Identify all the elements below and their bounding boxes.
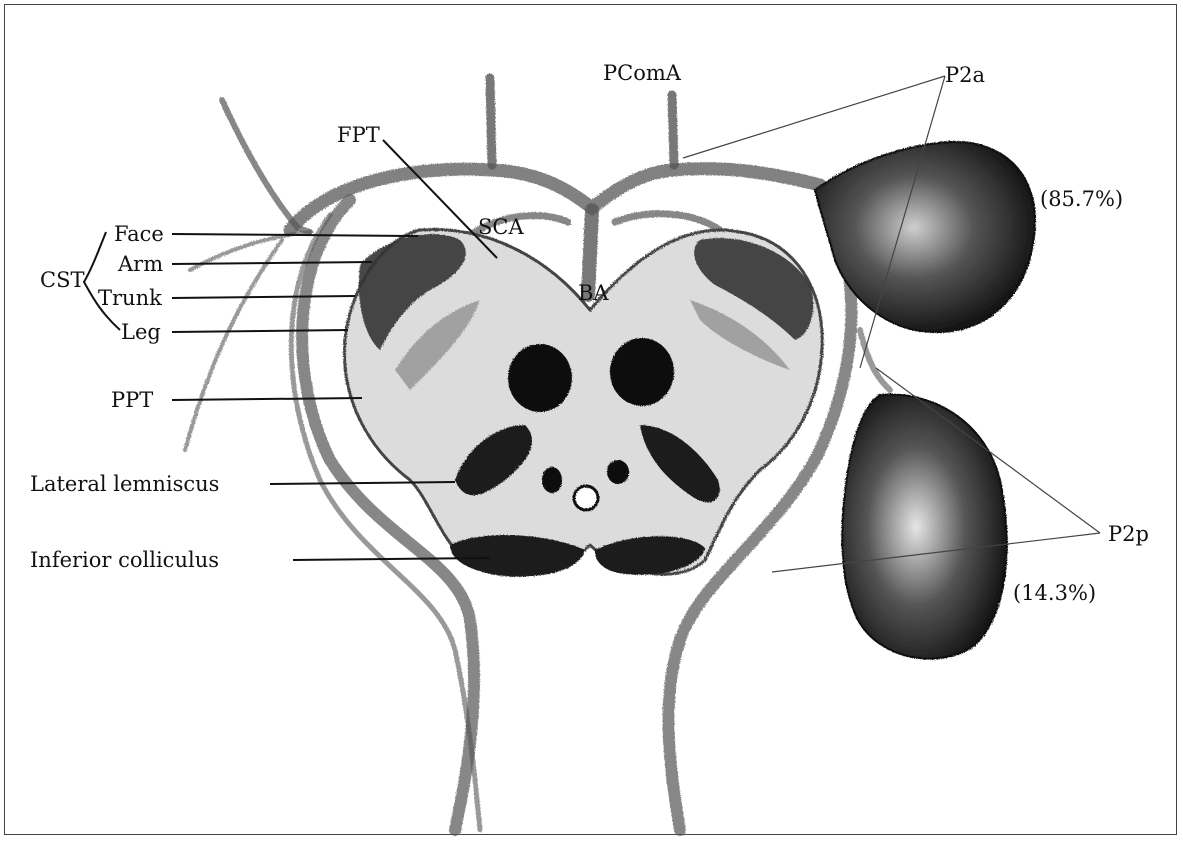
label-pcoma: PComA xyxy=(603,61,682,85)
label-sca: SCA xyxy=(478,215,524,239)
label-p2p-percent: (14.3%) xyxy=(1013,581,1096,605)
left-red-nucleus xyxy=(508,344,572,412)
label-p2p: P2p xyxy=(1108,522,1149,546)
right-p2p-vessel xyxy=(860,330,890,390)
label-p2a-percent: (85.7%) xyxy=(1040,187,1123,211)
left-small-nucleus xyxy=(542,467,562,493)
left-long-vessel xyxy=(185,240,282,450)
aqueduct xyxy=(574,486,598,510)
right-small-nucleus xyxy=(607,460,629,484)
label-arm: Arm xyxy=(117,252,163,276)
p2p-aneurysm xyxy=(842,394,1006,658)
right-pcoma-vessel xyxy=(672,95,674,165)
left-branch-vessel xyxy=(222,100,310,232)
p2a-pointer-1 xyxy=(683,76,945,158)
trunk-leader xyxy=(172,296,355,298)
face-leader xyxy=(172,234,418,236)
label-leg: Leg xyxy=(121,320,161,344)
cst-brace xyxy=(84,232,120,330)
leg-leader xyxy=(172,330,348,332)
label-face: Face xyxy=(114,222,164,246)
left-pcoma-vessel xyxy=(490,78,492,165)
label-fpt: FPT xyxy=(337,123,380,147)
aneurysms xyxy=(815,142,1035,659)
label-p2a: P2a xyxy=(945,63,985,87)
label-trunk: Trunk xyxy=(98,286,162,310)
sca-branches-right xyxy=(615,214,720,230)
label-ba: BA xyxy=(578,281,609,305)
label-ppt: PPT xyxy=(111,388,153,412)
label-inferior-colliculus: Inferior colliculus xyxy=(30,548,219,572)
label-cst: CST xyxy=(40,268,84,292)
right-red-nucleus xyxy=(610,338,674,406)
label-lateral-lemniscus: Lateral lemniscus xyxy=(30,472,219,496)
